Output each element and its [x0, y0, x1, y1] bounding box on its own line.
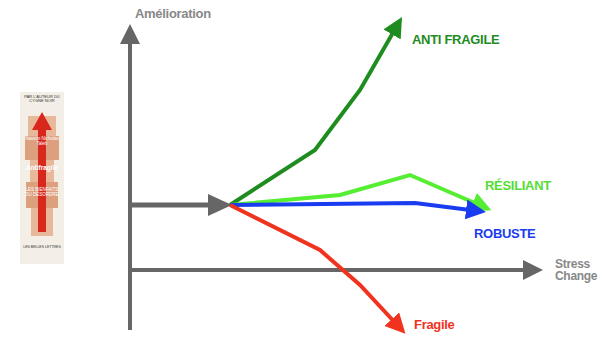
- cover-text: LES BIENFAITS DU DÉSORDRE: [22, 188, 62, 197]
- fragile-curve: [230, 205, 400, 328]
- x-axis: [130, 268, 535, 272]
- start-arrow-head: [208, 194, 232, 216]
- cover-text: Antifragile: [20, 165, 64, 172]
- axis-title: Stress Change: [555, 258, 599, 282]
- axis-title: Amélioration: [135, 6, 211, 21]
- book-cover: [20, 92, 64, 264]
- y-axis: [128, 32, 132, 330]
- start-arrow: [130, 203, 212, 208]
- cover-text: PAR L'AUTEUR DU CYGNE NOIR: [22, 95, 62, 103]
- curve-label: ROBUSTE: [474, 226, 535, 241]
- cover-text: LES BELLES LETTRES: [22, 246, 62, 250]
- curve-label: RÉSILIANT: [485, 178, 551, 193]
- robust-curve: [230, 203, 478, 211]
- curve-label: Fragile: [414, 317, 455, 332]
- antifragile-curve: [230, 24, 398, 205]
- cover-text: Nassim Nicholas Taleb: [22, 137, 62, 146]
- curve-label: ANTI FRAGILE: [412, 32, 499, 47]
